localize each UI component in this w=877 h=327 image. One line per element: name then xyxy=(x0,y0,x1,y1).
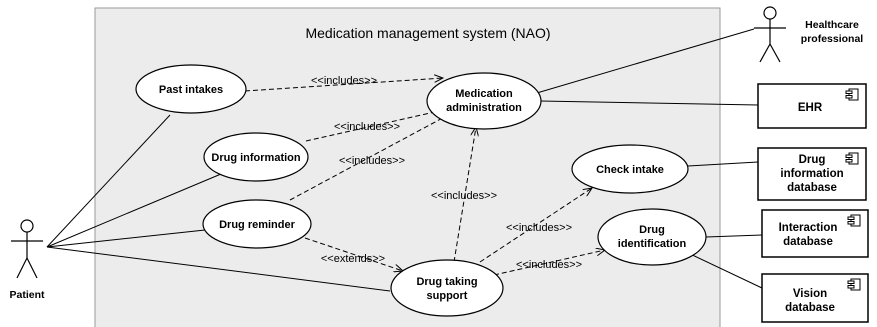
component-icon xyxy=(845,152,859,165)
assoc-checkintake-druginfo xyxy=(687,161,759,167)
system-interaction-database[interactable]: Interaction database xyxy=(761,209,869,258)
system-label: Interaction xyxy=(779,222,838,234)
assoc-drugident-interaction xyxy=(705,234,763,238)
assoc-patient-past-intakes xyxy=(46,114,171,248)
use-case-label: Drug taking xyxy=(416,276,477,288)
system-title: Medication management system (NAO) xyxy=(305,25,550,41)
assoc-patient-drug-reminder xyxy=(46,229,206,248)
relation-labels: <<includes>> <<includes>> <<includes>> <… xyxy=(311,75,582,271)
system-label: information xyxy=(780,168,843,180)
label-extends-reminder: <<extends>> xyxy=(321,253,385,265)
assoc-drugident-vision xyxy=(685,251,763,289)
actor-leg-right xyxy=(26,257,38,279)
assoc-medadmin-healthcare xyxy=(529,28,755,96)
dep-drugtaking-to-checkintake xyxy=(479,188,592,263)
association-lines xyxy=(46,28,763,292)
use-case-drug-taking-support[interactable]: Drug taking support xyxy=(390,259,504,317)
system-vision-database[interactable]: Vision database xyxy=(761,273,869,323)
use-case-label: identification xyxy=(618,238,687,250)
component-icon xyxy=(847,214,861,227)
system-label: database xyxy=(783,236,833,248)
use-case-check-intake[interactable]: Check intake xyxy=(571,144,689,194)
actor-head xyxy=(20,219,34,233)
use-case-drug-identification[interactable]: Drug identification xyxy=(597,208,707,266)
use-case-label: Drug xyxy=(639,224,665,236)
dep-reminder-to-drugtaking xyxy=(304,237,403,271)
system-label: Vision xyxy=(793,288,827,300)
system-label: database xyxy=(787,182,837,194)
assoc-patient-drug-information xyxy=(46,173,222,248)
use-case-label: Check intake xyxy=(596,164,664,176)
label-includes-druginfo: <<includes>> xyxy=(334,121,400,133)
dep-drugtaking-to-medadmin xyxy=(453,127,476,263)
use-case-medication-administration[interactable]: Medication administration xyxy=(426,72,542,130)
system-ehr[interactable]: EHR xyxy=(757,83,867,129)
dep-druginfo-to-medadmin xyxy=(305,109,448,142)
assoc-patient-drug-taking xyxy=(46,246,391,292)
dep-drugtaking-to-drugident xyxy=(493,250,605,276)
system-label: database xyxy=(785,302,835,314)
dependency-arrows xyxy=(244,78,605,276)
label-includes-reminder: <<includes>> xyxy=(339,155,405,167)
actor-leg-right xyxy=(769,43,781,63)
dep-past-to-medadmin xyxy=(244,78,443,92)
actor-patient[interactable] xyxy=(11,219,43,279)
actor-healthcare-label: professional xyxy=(801,33,864,45)
label-includes-checkintake: <<includes>> xyxy=(506,222,572,234)
label-includes-drugtaking-medadmin: <<includes>> xyxy=(431,190,497,202)
actor-healthcare-label: Healthcare xyxy=(805,19,859,31)
use-case-drug-information[interactable]: Drug information xyxy=(203,132,309,182)
use-case-past-intakes[interactable]: Past intakes xyxy=(135,64,247,114)
component-icon xyxy=(847,278,861,291)
use-case-label: Drug information xyxy=(211,152,300,164)
actor-head xyxy=(763,6,777,20)
use-case-label: Medication xyxy=(455,88,513,100)
use-case-label: support xyxy=(427,290,468,302)
use-case-label: Drug reminder xyxy=(219,219,296,231)
label-includes-past: <<includes>> xyxy=(311,75,377,87)
actor-healthcare-professional[interactable] xyxy=(754,6,786,63)
use-case-drug-reminder[interactable]: Drug reminder xyxy=(202,199,312,249)
label-includes-drugident: <<includes>> xyxy=(516,259,582,271)
system-drug-information-database[interactable]: Drug information database xyxy=(757,147,867,201)
actor-leg-left xyxy=(16,257,28,279)
system-label: EHR xyxy=(798,102,823,114)
use-case-label: Past intakes xyxy=(159,84,223,96)
actor-patient-label: Patient xyxy=(9,289,45,301)
assoc-medadmin-ehr xyxy=(539,100,759,106)
dep-reminder-to-medadmin xyxy=(289,114,450,201)
system-label: Drug xyxy=(799,154,826,166)
actor-leg-left xyxy=(759,43,771,63)
component-icon xyxy=(845,88,859,101)
use-case-label: administration xyxy=(446,102,522,114)
